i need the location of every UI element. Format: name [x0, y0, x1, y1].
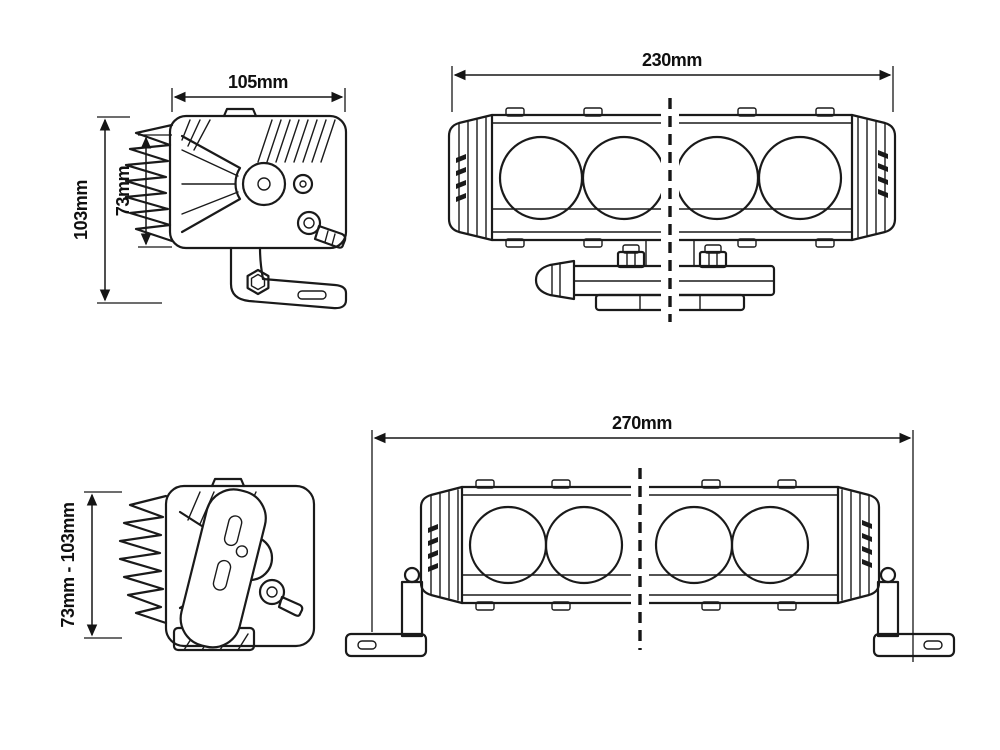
dim-label-73: 73mm [113, 166, 133, 216]
lamp-body-outline [168, 114, 348, 250]
pivot-center [257, 177, 271, 191]
lamp-cone [180, 134, 242, 234]
lens-circle [730, 505, 810, 585]
lens-circle [498, 135, 584, 221]
top-tab-lower [210, 477, 246, 488]
dim-label-73-103: 73mm - 103mm [58, 502, 78, 627]
bracket-slot [212, 559, 232, 591]
bolt-circle [292, 173, 314, 195]
dim-105mm: 105mm [171, 72, 346, 112]
heatsink-fins-lower [118, 494, 168, 625]
endcap-left-270 [419, 485, 464, 605]
hatch-lines-upper [181, 119, 336, 163]
lens-circle [654, 505, 734, 585]
hex-bolt [246, 268, 270, 296]
lens-circle [544, 505, 624, 585]
housing-270 [460, 485, 840, 605]
pivot-circle [241, 161, 287, 207]
endcap-logo-left [456, 154, 466, 202]
endcap-logo-right [878, 150, 888, 198]
cable-gland [296, 210, 347, 249]
lens-circle [581, 135, 667, 221]
endcap-logo-left-270 [428, 524, 438, 572]
cable-gland-front [534, 259, 576, 301]
bolt-center [299, 180, 307, 188]
view-front-230 [447, 96, 897, 326]
endcap-right-270 [836, 485, 881, 605]
dim-label-105: 105mm [228, 72, 288, 92]
heatsink-fins [124, 123, 174, 243]
dim-73-103mm: 73mm - 103mm [58, 491, 122, 639]
dim-230mm: 230mm [451, 50, 894, 112]
view-front-270 [344, 468, 956, 658]
foot-right [872, 566, 956, 658]
endcap-right-230 [850, 113, 897, 242]
view-side-lower [118, 477, 316, 652]
pedestal-mount [534, 239, 776, 312]
lens-circle [468, 505, 548, 585]
bracket-hole [235, 545, 249, 558]
foot-left [344, 566, 428, 658]
dim-73mm: 73mm [113, 134, 172, 248]
mount-clips-270 [475, 479, 797, 611]
view-side-upper [124, 107, 348, 310]
lens-circles-270 [468, 505, 810, 585]
top-tab [222, 107, 258, 118]
lens-circle [674, 135, 760, 221]
endcap-left-230 [447, 113, 494, 242]
mount-bracket-arm [229, 246, 348, 310]
endcap-logo-right-270 [862, 520, 872, 568]
dim-label-103: 103mm [71, 180, 91, 240]
cable-gland-lower [258, 578, 304, 617]
lens-circle [757, 135, 843, 221]
dim-270mm: 270mm [371, 413, 914, 662]
bracket-slot [223, 515, 243, 547]
dim-103mm: 103mm [71, 116, 162, 304]
mount-clips-230 [505, 107, 835, 248]
dim-label-270: 270mm [612, 413, 672, 433]
bracket-plate [179, 488, 267, 649]
dim-label-230: 230mm [642, 50, 702, 70]
